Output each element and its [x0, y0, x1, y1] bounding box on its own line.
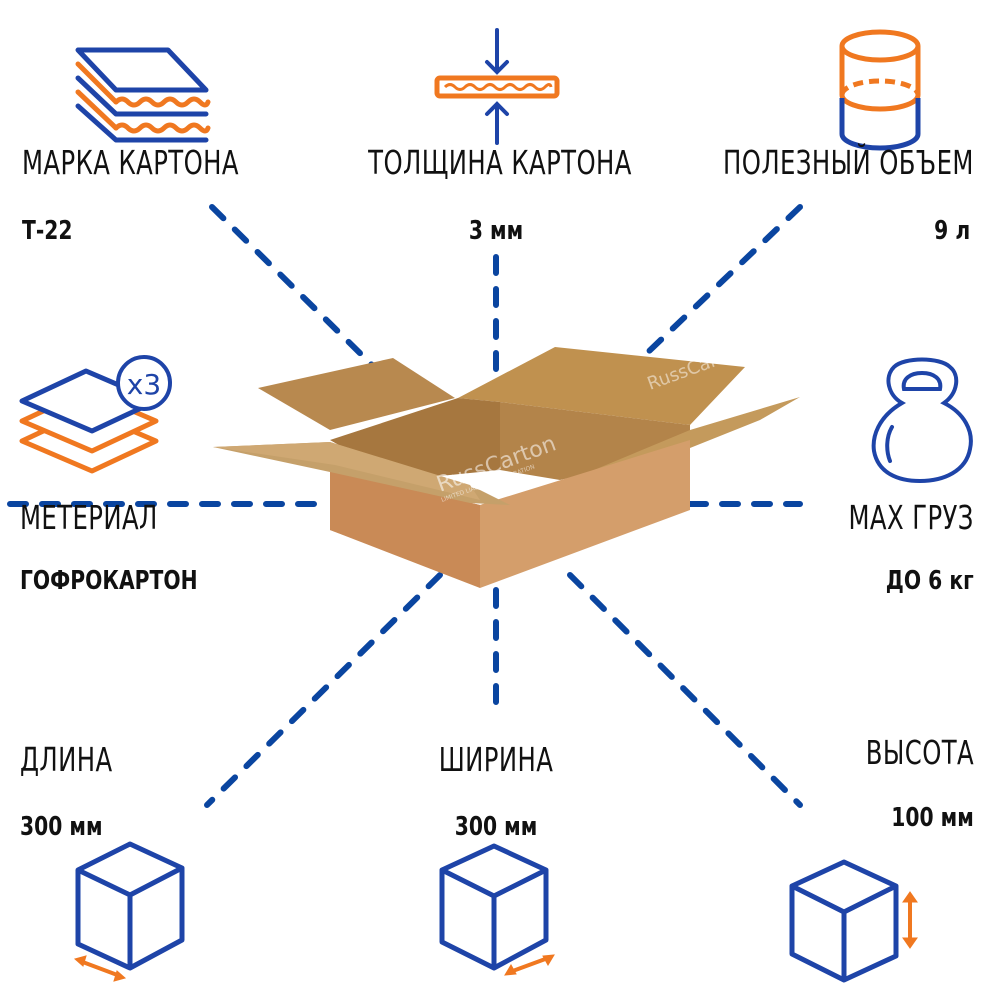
width-label: ШИРИНА [438, 740, 554, 779]
kettlebell-icon [871, 357, 973, 484]
box-flap-back-left [258, 358, 455, 430]
multiplier-badge-text: x3 [127, 368, 161, 401]
material-value: ГОФРОКАРТОН [20, 566, 198, 596]
cylinder-volume-icon [839, 29, 921, 151]
volume-label: ПОЛЕЗНЫЙ ОБЪЕМ [723, 143, 974, 182]
cube-height-icon [789, 859, 918, 983]
connector-height [567, 572, 803, 808]
material-label: МЕТЕРИАЛ [20, 498, 158, 537]
connector-length [204, 572, 443, 808]
thickness-value: 3 мм [468, 216, 524, 246]
width-value: 300 мм [454, 812, 538, 842]
layered-cardboard-icon [75, 47, 211, 143]
grade-label: МАРКА КАРТОНА [22, 143, 239, 182]
max-load-label: MAX ГРУЗ [848, 498, 974, 537]
connector-grade [209, 204, 378, 371]
stacked-sheets-icon: x3 [19, 355, 172, 474]
multiplier-badge [116, 355, 172, 411]
box-right-wall [480, 440, 690, 588]
thickness-compress-icon [434, 28, 560, 145]
box-front-wall-main [330, 470, 480, 588]
thickness-label: ТОЛЩИНА КАРТОНА [368, 143, 632, 182]
length-label: ДЛИНА [20, 740, 113, 779]
box-flap-back-right [458, 347, 745, 425]
box-flap-left-top [213, 442, 480, 500]
volume-value: 9 л [933, 216, 970, 246]
height-label: ВЫСОТА [865, 733, 974, 772]
length-value: 300 мм [20, 812, 103, 842]
cube-width-icon [439, 843, 555, 976]
max-load-value: ДО 6 кг [886, 566, 974, 596]
grade-value: Т-22 [22, 216, 73, 246]
connector-volume [642, 204, 803, 358]
cube-length-icon [73, 841, 185, 982]
height-value: 100 мм [891, 803, 974, 833]
box-flap-right [480, 397, 800, 505]
